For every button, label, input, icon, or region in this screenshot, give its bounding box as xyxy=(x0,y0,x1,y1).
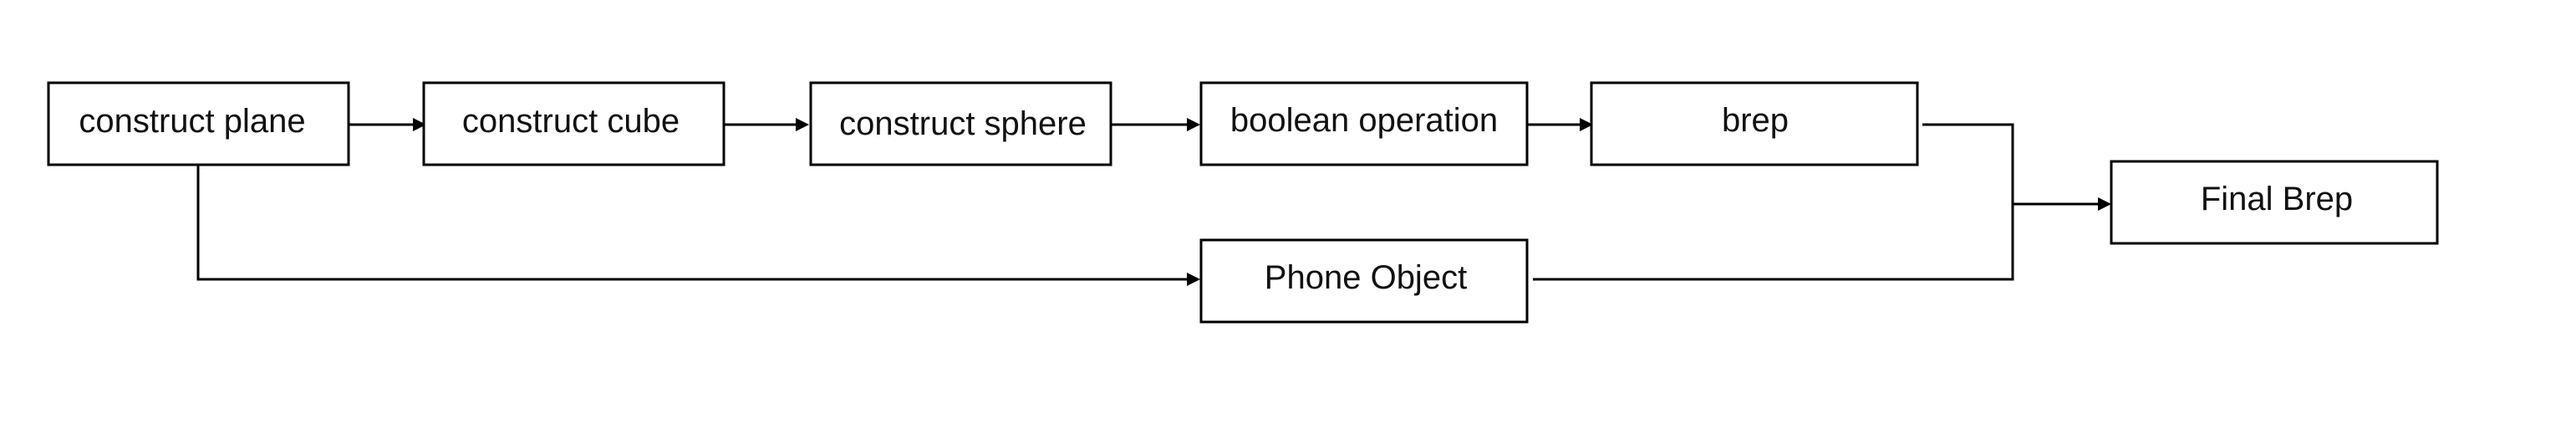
edge-boolean-to-brep xyxy=(1528,118,1593,131)
node-label: Final Brep xyxy=(2201,181,2353,217)
edge-plane-to-cube xyxy=(348,118,426,131)
node-boolean-operation[interactable]: boolean operation xyxy=(1199,81,1529,166)
node-construct-sphere[interactable]: construct sphere xyxy=(809,81,1112,166)
arrowhead xyxy=(2098,197,2111,211)
edge-brep-to-final xyxy=(1922,123,2014,204)
node-brep[interactable]: brep xyxy=(1590,81,1919,166)
edge-plane-to-phone-object xyxy=(196,166,1200,286)
node-construct-plane[interactable]: construct plane xyxy=(47,81,350,166)
node-label: Phone Object xyxy=(1265,259,1467,296)
node-box xyxy=(1199,238,1529,324)
node-label: construct sphere xyxy=(839,105,1087,142)
arrowhead xyxy=(1187,273,1200,286)
node-label: boolean operation xyxy=(1230,102,1498,139)
edge-merge-to-final xyxy=(2013,197,2111,211)
edge-phone-object-to-final xyxy=(1533,204,2014,281)
node-box xyxy=(47,81,350,166)
node-label: construct cube xyxy=(462,103,680,140)
node-box xyxy=(1590,81,1919,166)
node-phone-object[interactable]: Phone Object xyxy=(1199,238,1529,324)
edge-cube-to-sphere xyxy=(724,118,809,131)
node-box xyxy=(422,81,725,166)
node-box xyxy=(1199,81,1529,166)
edge-sphere-to-boolean xyxy=(1112,118,1200,131)
edges xyxy=(196,118,2111,286)
node-box xyxy=(809,81,1112,166)
node-final-brep[interactable]: Final Brep xyxy=(2110,160,2439,245)
arrowhead xyxy=(1580,118,1593,131)
node-box xyxy=(2110,160,2439,245)
node-label: construct plane xyxy=(79,103,305,140)
arrowhead xyxy=(1187,118,1200,131)
arrowhead xyxy=(413,118,426,131)
node-label: brep xyxy=(1722,102,1789,139)
node-construct-cube[interactable]: construct cube xyxy=(422,81,725,166)
arrowhead xyxy=(796,118,809,131)
